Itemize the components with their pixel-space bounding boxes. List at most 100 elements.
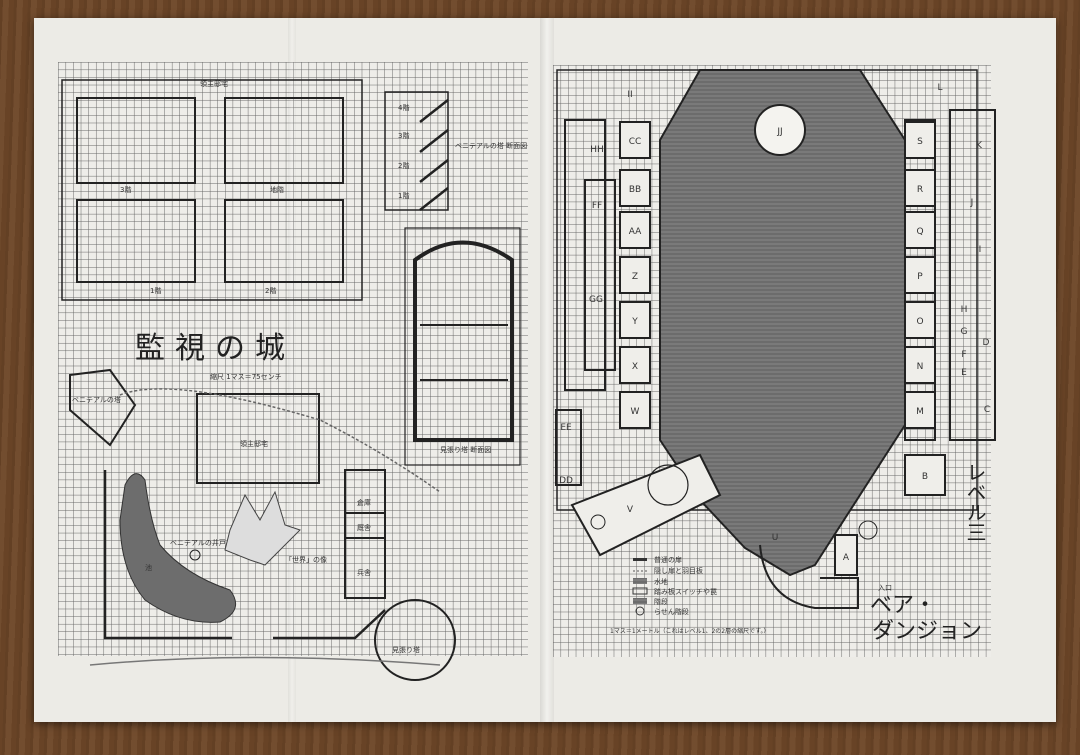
legend-item: らせん階段 [654,607,689,616]
entrance-label: 入口 [878,584,892,592]
room-z [619,256,651,294]
room-m [904,391,936,429]
level-label: レベル三 [963,462,987,542]
watchtower-cross-section [404,227,521,466]
floor-label: 1階 [150,286,161,295]
manor-floor-3 [76,97,196,184]
watchtower-base [374,599,456,681]
outbuilding [344,469,386,599]
room-label: BB [629,185,641,195]
room-label: N [917,362,924,372]
room-label: H [961,305,968,315]
tower-floor-label: 4階 [398,103,409,112]
room-label: U [772,533,779,543]
room-label: II [627,90,632,100]
tower-label: ベニテアルの塔 [72,395,121,404]
dungeon-title-line2: ダンジョン [872,619,982,644]
building-room-label: 倉庫 [357,498,371,507]
tower-floor-label: 1階 [398,191,409,200]
legend-item: 水地 [654,577,668,586]
room-y [619,301,651,339]
room-o [904,301,936,339]
room-label: G [961,327,968,337]
manor-floorplans-frame [61,79,363,301]
room-label: W [631,407,640,417]
room-label: JJ [776,127,782,137]
room-w [619,391,651,429]
room-label: R [917,185,923,195]
room-a [834,534,858,576]
legend: 普通の扉 隠し扉と羽目板 水地 踏み板スイッチや罠 階段 らせん階段 [632,555,717,616]
manor-floor-1 [76,199,196,283]
room-s [904,121,936,159]
cross-section-label: 見張り塔 断面図 [440,445,491,454]
room-label: P [917,272,923,282]
room-label: Z [632,272,638,282]
tower-floor-label: 3階 [398,131,409,140]
room-label: DD [559,476,573,486]
room-label: E [961,368,967,378]
well-icon [189,549,201,561]
castle-scale-note: 縮尺 1マス＝75センチ [210,372,282,381]
room-aa [619,211,651,249]
center-fold [540,18,554,722]
watchtower-wall [413,240,514,442]
room-label: CC [629,137,642,147]
room-label: M [916,407,924,417]
building-room-label: 厩舎 [357,524,371,532]
room-r [904,169,936,207]
room-label: Q [916,227,923,237]
dungeon-title: ベア・ダンジョン [870,593,982,644]
manor-floor-basement [224,97,344,184]
tower-section [384,91,449,211]
room-label: I [979,245,982,255]
room-label: FF [592,201,602,211]
room-label: V [627,505,634,515]
room-q [904,211,936,249]
room-v [570,453,722,557]
building-room-label: 兵舎 [357,568,371,577]
manor-ground-label: 領主邸宅 [240,439,268,448]
watchtower-label: 見張り塔 [392,645,420,654]
room-label: GG [589,295,603,305]
castle-map-title: 監視の城 [135,331,295,366]
room-b [904,454,946,496]
room-label: HH [590,145,604,155]
room-label: J [970,198,974,208]
manor-floorplans-label: 領主邸宅 [200,79,228,88]
statue-label: 「世界」の像 [285,555,327,564]
room-n [904,346,936,384]
left-fold [288,18,296,722]
room-label: F [961,350,966,360]
castle-grid [58,62,528,656]
room-label: L [937,83,942,93]
room-label: O [916,317,923,327]
room-label: X [632,362,638,372]
room-label: B [922,472,928,482]
legend-item: 階段 [654,597,668,606]
castle-wall [103,470,386,640]
floor-label: 2階 [265,286,276,295]
pond [119,473,237,623]
room-label: A [843,553,850,563]
room-label: AA [629,227,642,237]
room-jj [754,104,806,156]
floor-label: 地階 [270,185,284,194]
floor-label: 3階 [120,185,131,194]
well-label: ベニテアルの井戸 [170,538,226,547]
room-label: D [983,338,990,348]
room-x [619,346,651,384]
pond-label: 池 [145,563,152,572]
room-label: EE [560,423,572,433]
room-bb [619,169,651,207]
manor-floor-2 [224,199,344,283]
dungeon-scale-note: 1マス＝1メートル（これはレベル1、2の2層の縮尺です。） [610,627,770,635]
raven-statue [224,490,301,566]
room-cc [619,121,651,159]
legend-item: 普通の扉 [654,555,682,564]
room-label: S [917,137,923,147]
manor-ground [196,393,320,484]
legend-item: 隠し扉と羽目板 [654,566,703,575]
legend-item: 踏み板スイッチや罠 [654,587,717,596]
